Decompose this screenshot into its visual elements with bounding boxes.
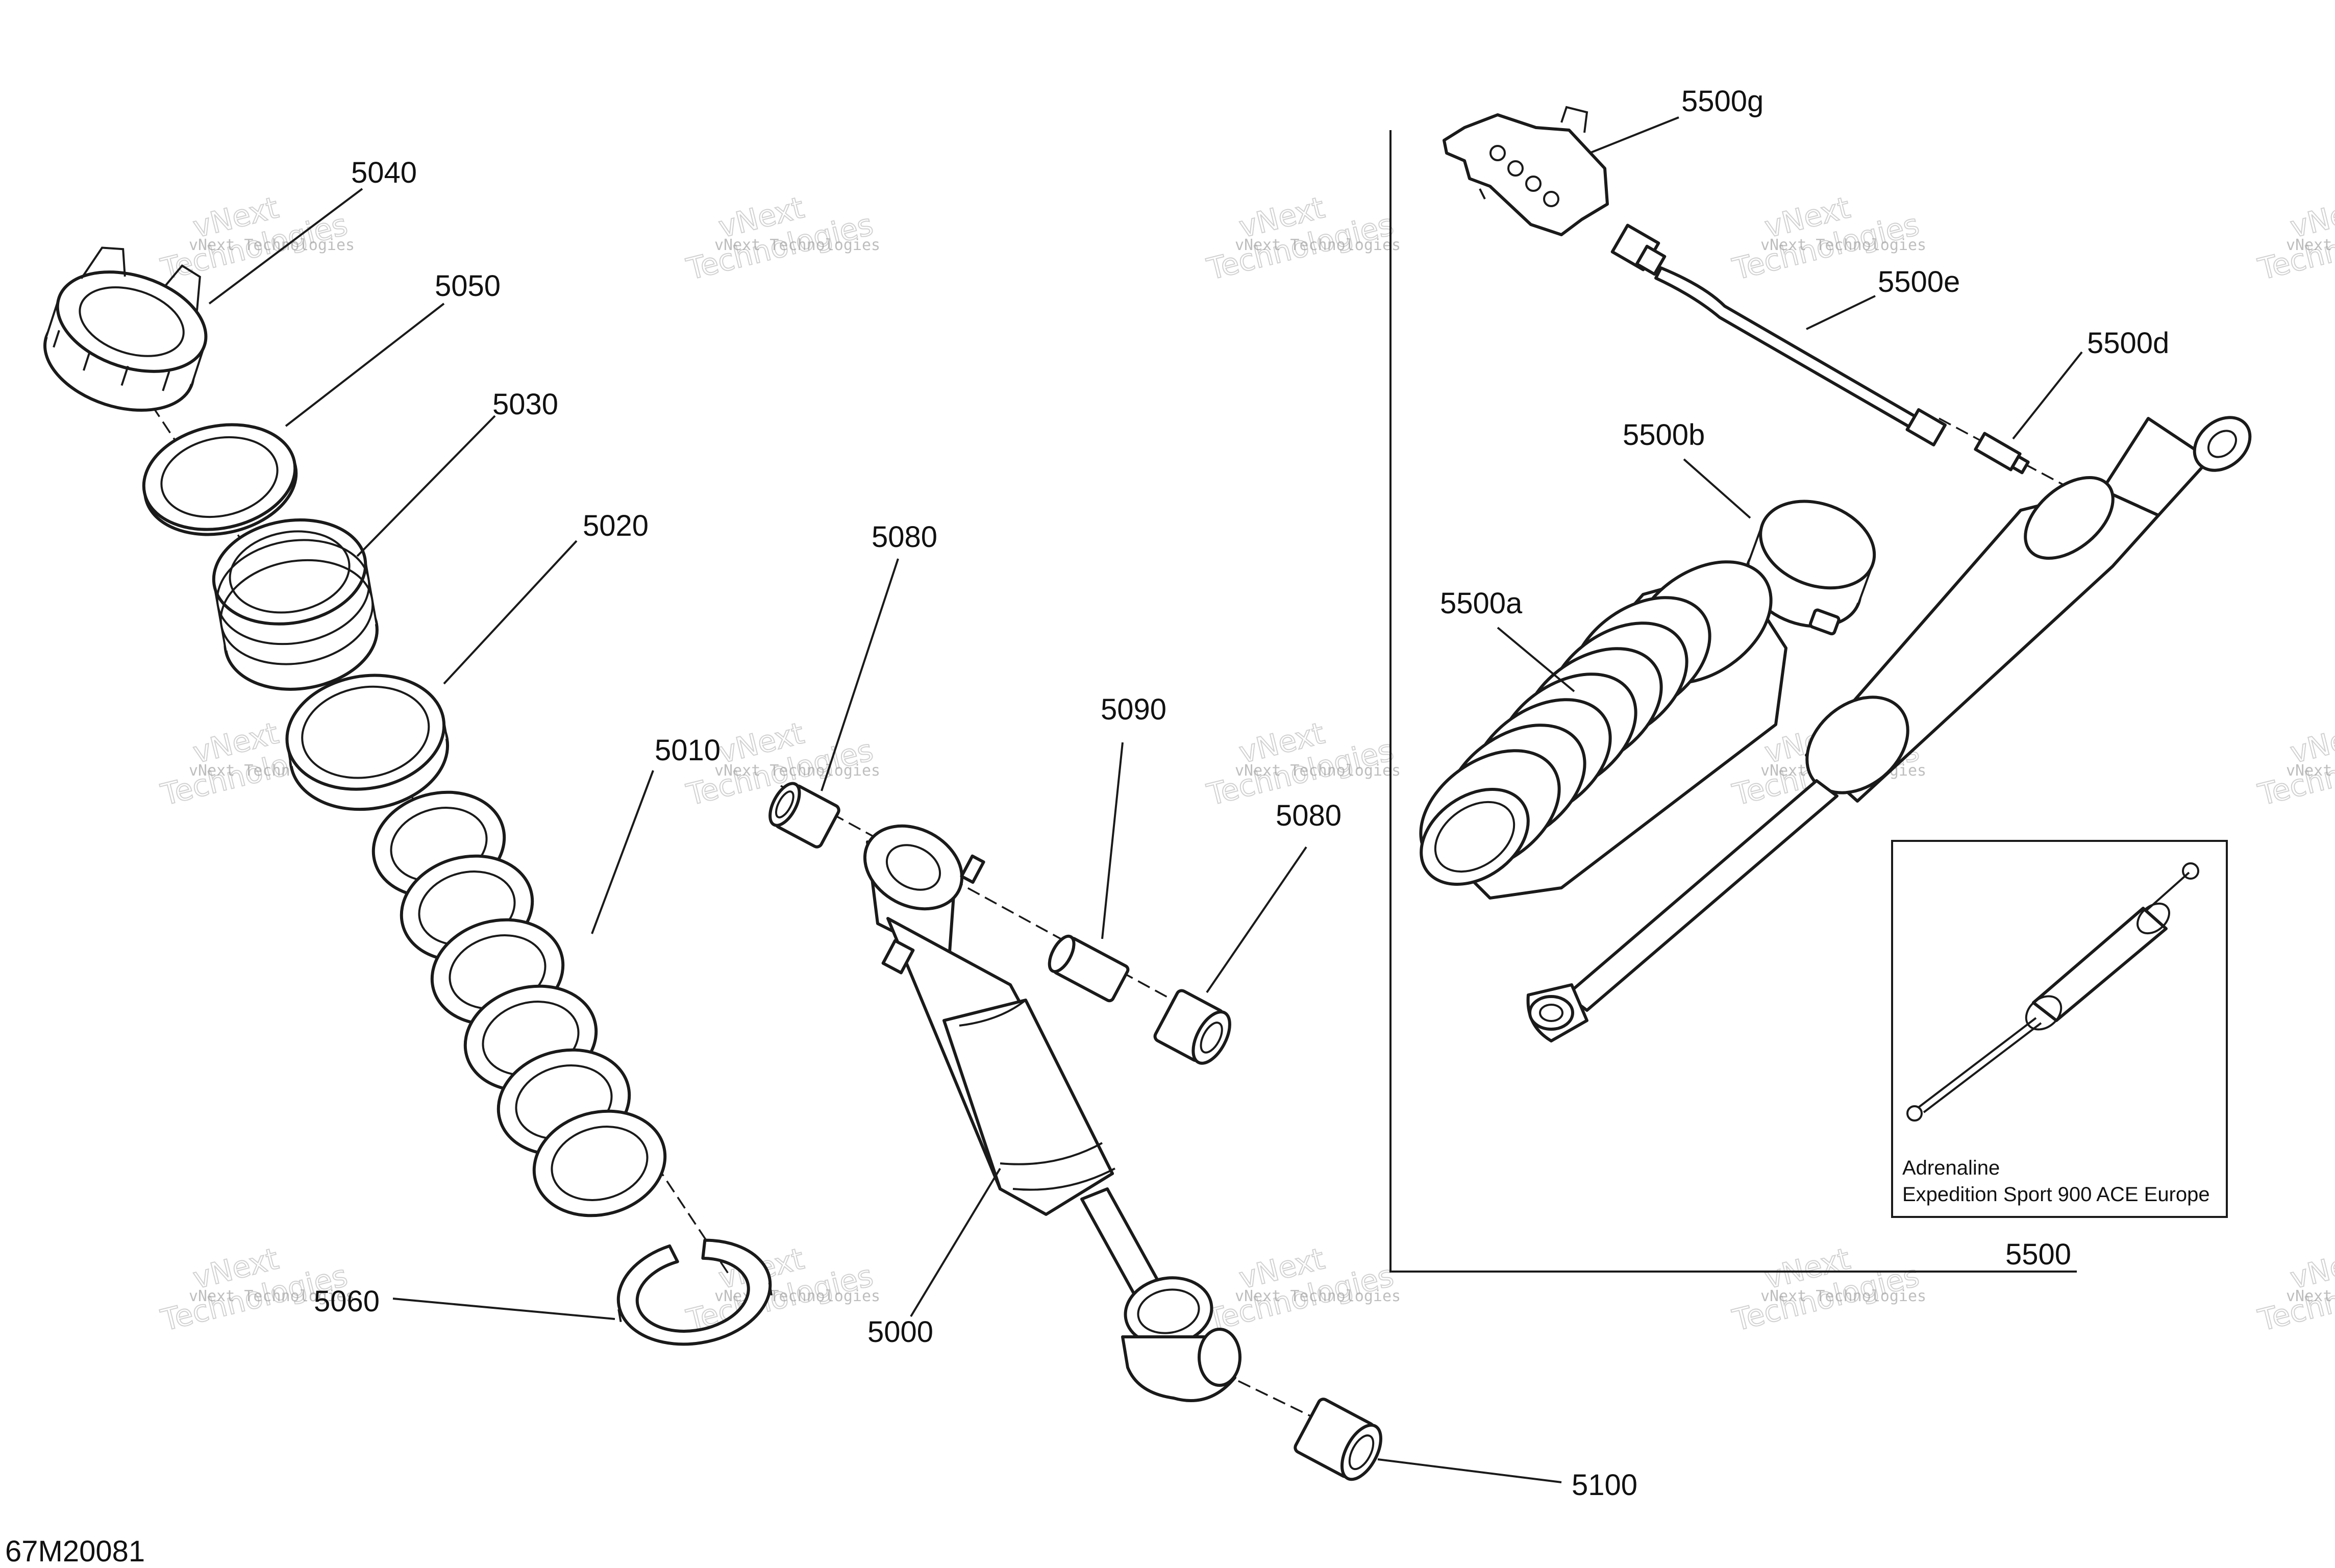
part-5030-retainer bbox=[212, 518, 379, 691]
shock-upper-axis bbox=[780, 785, 1220, 1027]
callout-5040: 5040 bbox=[351, 156, 417, 189]
part-5060-split-collar bbox=[616, 1238, 773, 1346]
part-5040-adjuster-cap bbox=[43, 246, 208, 412]
part-5000-shock-absorber bbox=[863, 824, 1241, 1402]
callout-5080-bottom: 5080 bbox=[1276, 799, 1342, 832]
callout-5050: 5050 bbox=[435, 269, 501, 303]
callout-5020: 5020 bbox=[583, 509, 649, 542]
part-5080-bushing-bottom bbox=[1153, 989, 1231, 1065]
callout-5500b: 5500b bbox=[1623, 418, 1705, 452]
leader-5030 bbox=[356, 415, 496, 557]
callout-5100: 5100 bbox=[1572, 1469, 1637, 1502]
part-5020-spring-seat bbox=[285, 674, 450, 811]
leader-5080-bottom bbox=[1206, 846, 1307, 993]
leader-5500b bbox=[1683, 458, 1751, 519]
callout-5500: 5500 bbox=[2005, 1238, 2071, 1271]
svg-text:vNext Technologies: vNext Technologies bbox=[189, 236, 355, 254]
leader-5500e bbox=[1806, 295, 1876, 330]
svg-text:vNext Technologies: vNext Technologies bbox=[714, 236, 880, 254]
leader-5500a bbox=[1497, 627, 1575, 692]
callout-5090: 5090 bbox=[1101, 693, 1166, 726]
svg-text:vNext Technologies: vNext Technologies bbox=[2286, 762, 2335, 780]
callout-5080-top: 5080 bbox=[872, 520, 937, 554]
part-5010-coil-spring bbox=[371, 790, 667, 1217]
part-5500d-fitting bbox=[1974, 432, 2030, 475]
part-5050-washer bbox=[142, 423, 298, 536]
svg-text:vNext Technologies: vNext Technologies bbox=[1235, 762, 1401, 780]
leader-5020 bbox=[443, 540, 578, 685]
callout-5500a: 5500a bbox=[1440, 587, 1523, 620]
callout-5000: 5000 bbox=[867, 1315, 933, 1349]
leader-5010 bbox=[591, 770, 654, 934]
kit-5500-frame bbox=[1389, 130, 2077, 1273]
callout-5500e: 5500e bbox=[1878, 265, 1960, 298]
part-5500b-clamp bbox=[1745, 500, 1876, 636]
svg-text:vNext Technologies: vNext Technologies bbox=[2286, 236, 2335, 254]
svg-text:vNext Technologies: vNext Technologies bbox=[1235, 1287, 1401, 1305]
callout-5500d: 5500d bbox=[2087, 327, 2169, 360]
part-5500e-hose bbox=[1610, 223, 1947, 446]
inset-model-line-1: Adrenaline bbox=[1902, 1157, 2000, 1179]
svg-text:vNext Technologies: vNext Technologies bbox=[189, 1287, 355, 1305]
leader-5000 bbox=[910, 1167, 1001, 1317]
svg-text:vNext Technologies: vNext Technologies bbox=[714, 1287, 880, 1305]
inset-shock-thumbnail bbox=[1906, 862, 2199, 1122]
inset-box bbox=[1891, 840, 2228, 1218]
drawing-number: 67M20081 bbox=[5, 1535, 145, 1568]
part-5500a-bellows-boot bbox=[1419, 560, 1787, 900]
part-5500-shock-assembly bbox=[1526, 416, 2252, 1042]
callouts: 5040 5050 5030 5020 5010 5080 5090 5080 … bbox=[314, 85, 2169, 1502]
leader-5060 bbox=[392, 1298, 615, 1320]
callout-5060: 5060 bbox=[314, 1285, 380, 1318]
part-5100-bushing bbox=[1294, 1398, 1382, 1481]
svg-text:vNext Technologies: vNext Technologies bbox=[1760, 1287, 1926, 1305]
callout-5500g: 5500g bbox=[1681, 85, 1763, 118]
svg-text:vNext Technologies: vNext Technologies bbox=[1235, 236, 1401, 254]
leader-5050 bbox=[285, 303, 445, 427]
callout-5030: 5030 bbox=[492, 388, 558, 421]
leader-5500d bbox=[2012, 351, 2083, 440]
svg-text:vNext Technologies: vNext Technologies bbox=[1760, 236, 1926, 254]
leader-5040 bbox=[208, 188, 363, 305]
svg-text:vNext Technologies: vNext Technologies bbox=[2286, 1287, 2335, 1305]
leader-5080-top bbox=[821, 558, 899, 791]
svg-text:vNext Technologies: vNext Technologies bbox=[714, 762, 880, 780]
inset-model-line-2: Expedition Sport 900 ACE Europe bbox=[1902, 1183, 2210, 1206]
part-5080-bushing-top bbox=[768, 782, 840, 849]
part-5090-sleeve bbox=[1048, 934, 1130, 1003]
leader-5500g bbox=[1589, 116, 1679, 154]
callout-5010: 5010 bbox=[655, 734, 721, 767]
part-5500g-bracket bbox=[1443, 106, 1609, 236]
leader-lines bbox=[208, 116, 2083, 1483]
leader-5090 bbox=[1101, 742, 1124, 939]
leader-5100 bbox=[1377, 1458, 1562, 1483]
